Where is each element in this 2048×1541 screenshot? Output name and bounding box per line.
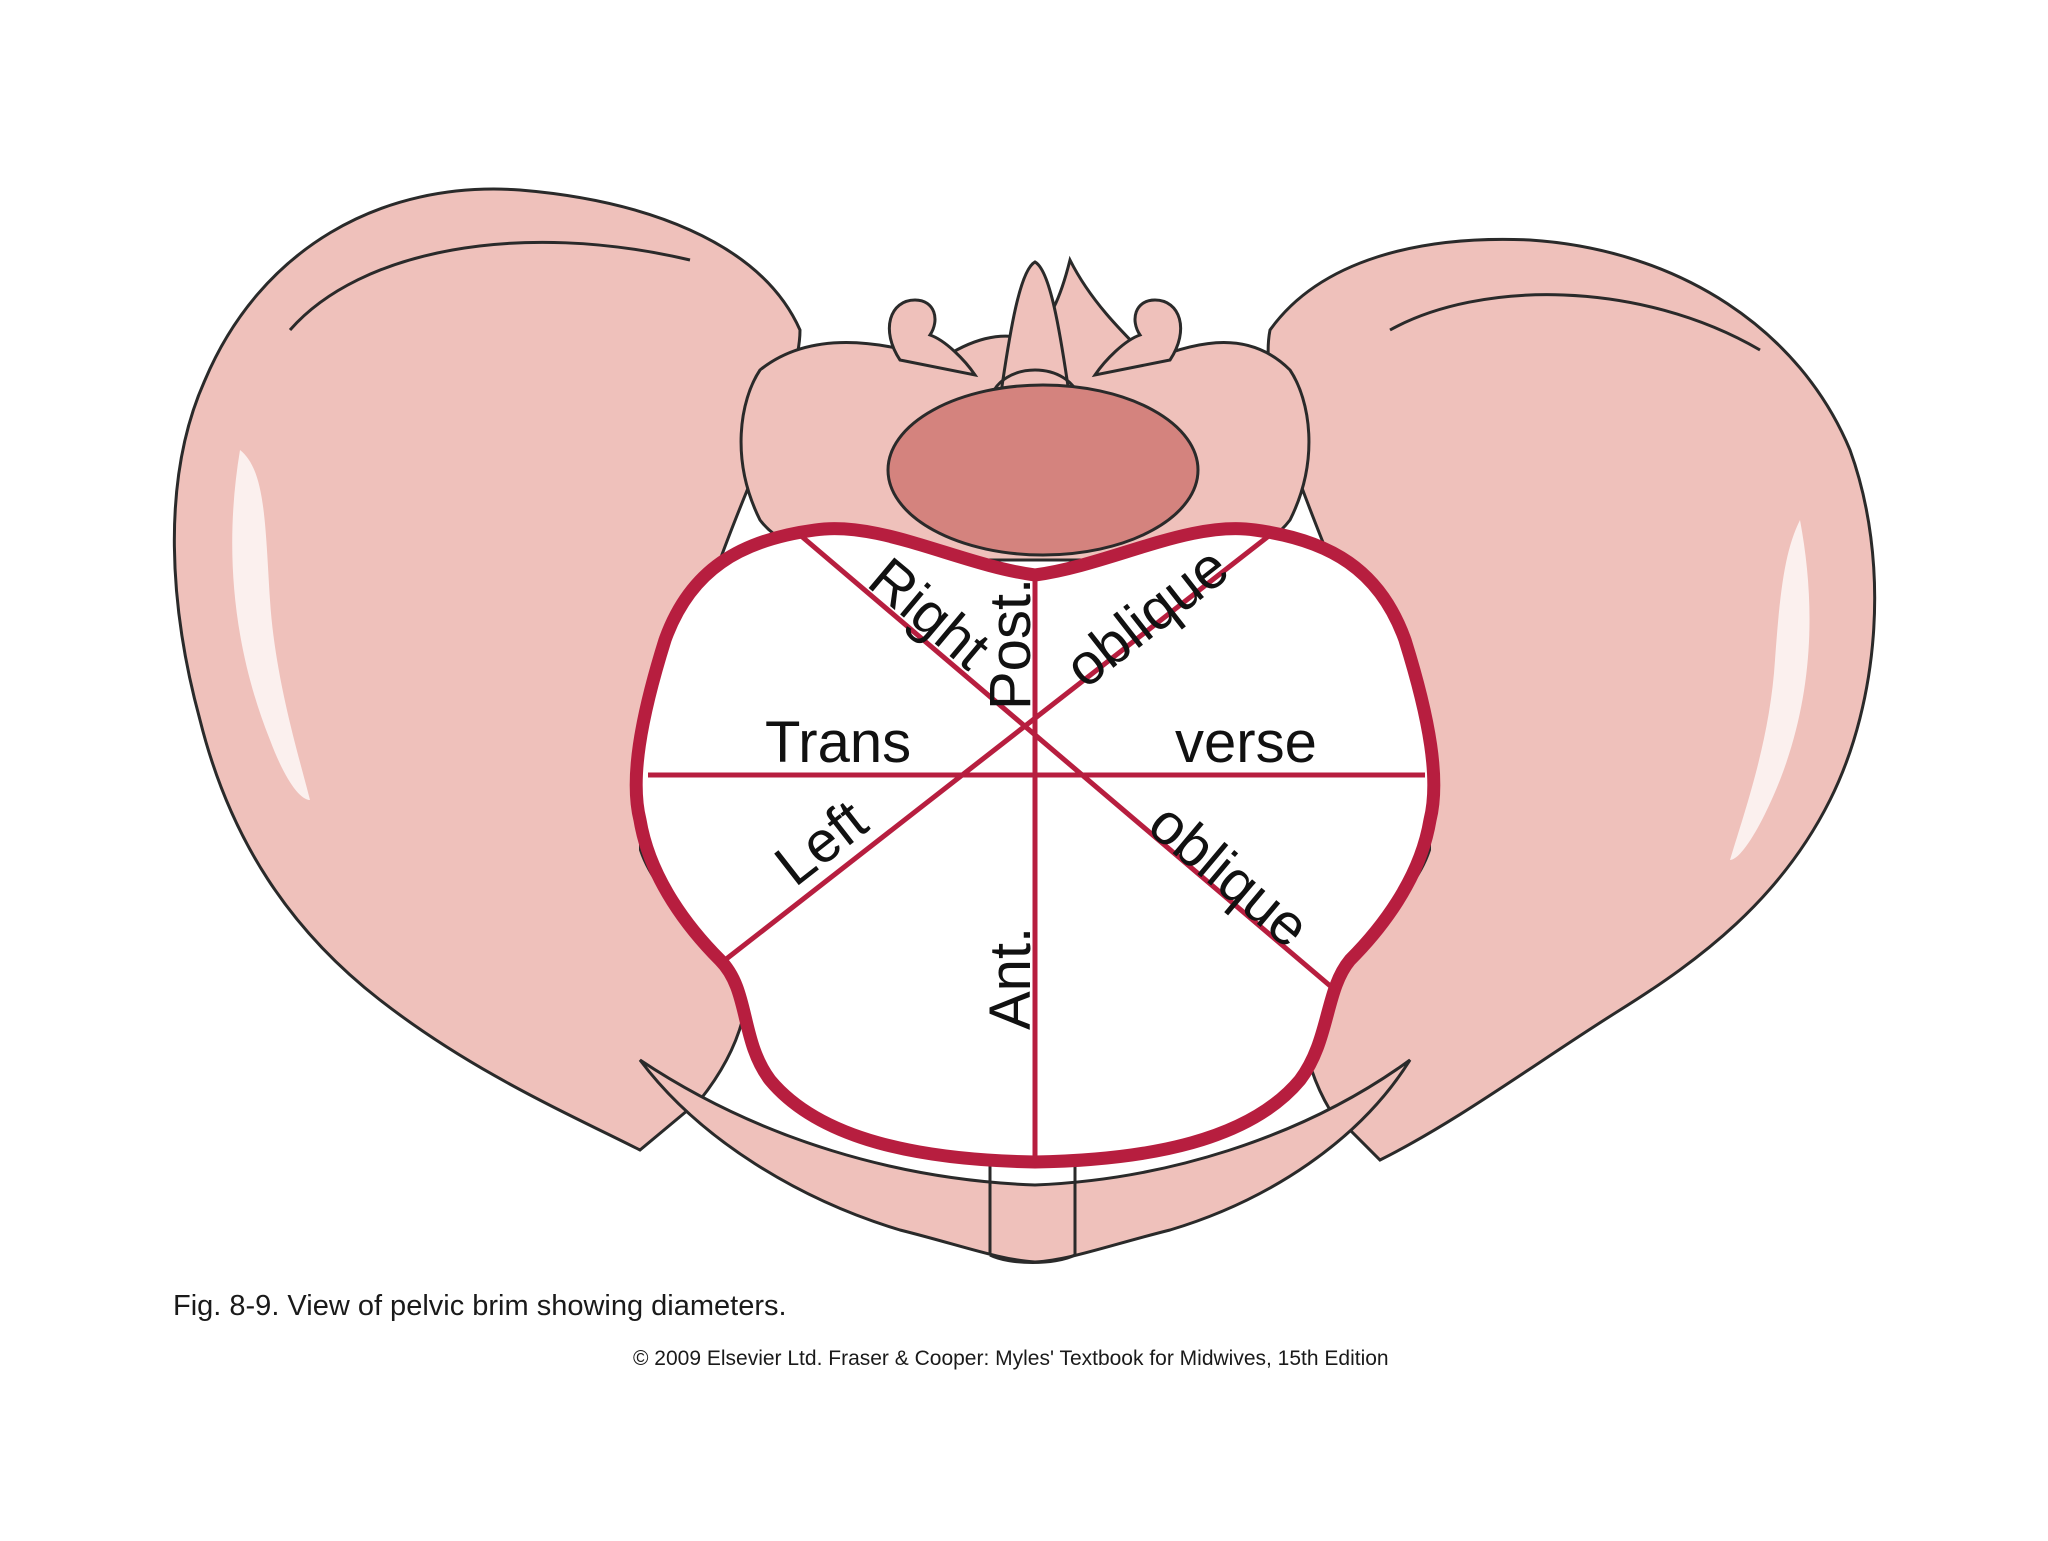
label-trans: Trans — [765, 710, 911, 775]
label-verse: verse — [1175, 710, 1317, 775]
figure-caption: Fig. 8-9. View of pelvic brim showing di… — [173, 1290, 787, 1322]
sacral-promontory — [886, 383, 1200, 557]
right-ilium-crest-line — [1389, 293, 1761, 352]
pubic-region — [638, 1058, 1412, 1264]
right-articular-process — [1091, 298, 1183, 378]
left-oblique-diameter — [723, 533, 1272, 962]
copyright-credit: © 2009 Elsevier Ltd. Fraser & Cooper: My… — [633, 1347, 1389, 1370]
left-ilium-highlight — [232, 450, 310, 800]
pubic-symphysis — [988, 1160, 1077, 1264]
spinous-process — [998, 260, 1072, 402]
left-articular-process — [887, 298, 979, 378]
right-oblique-diameter — [798, 533, 1337, 992]
label-ant: Ant. — [978, 927, 1043, 1030]
right-ilium-highlight — [1730, 520, 1810, 860]
label-post: Post. — [978, 578, 1043, 710]
left-ilium-crest-line — [288, 240, 691, 331]
